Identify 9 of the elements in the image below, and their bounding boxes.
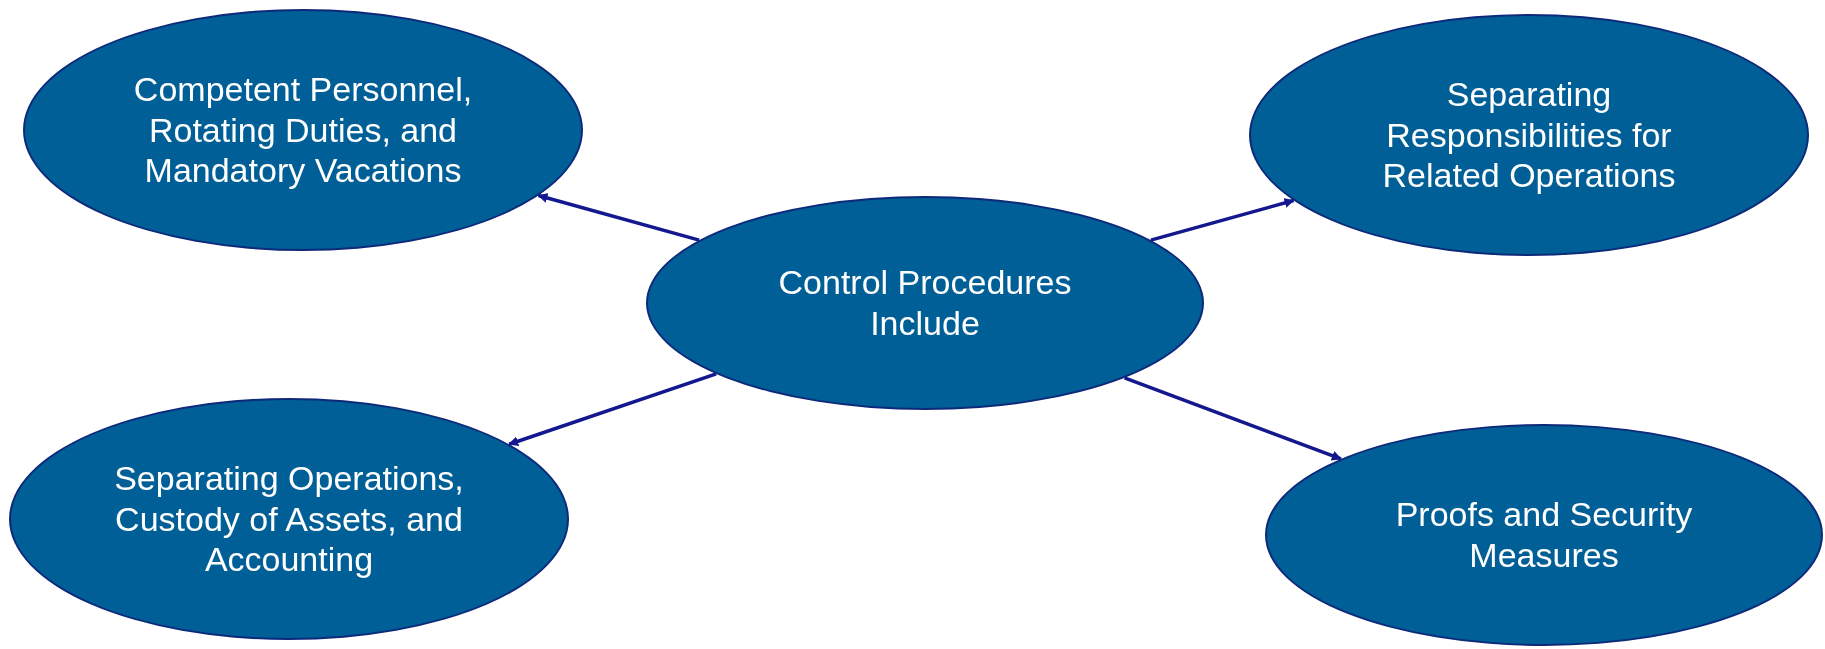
- arrow: [537, 193, 700, 242]
- arrow: [508, 372, 717, 447]
- node-label: Separating Operations, Custody of Assets, and Accounting: [113, 457, 465, 581]
- node-label: Competent Personnel, Rotating Duties, and Mandatory Vacations: [132, 68, 474, 192]
- node-label: Separating Responsibilities for Related Operations: [1381, 73, 1677, 197]
- node-label: Control Procedures Include: [777, 262, 1073, 344]
- node-label: Proofs and Security Measures: [1394, 494, 1694, 576]
- arrow: [1150, 198, 1295, 242]
- arrow: [1123, 376, 1342, 461]
